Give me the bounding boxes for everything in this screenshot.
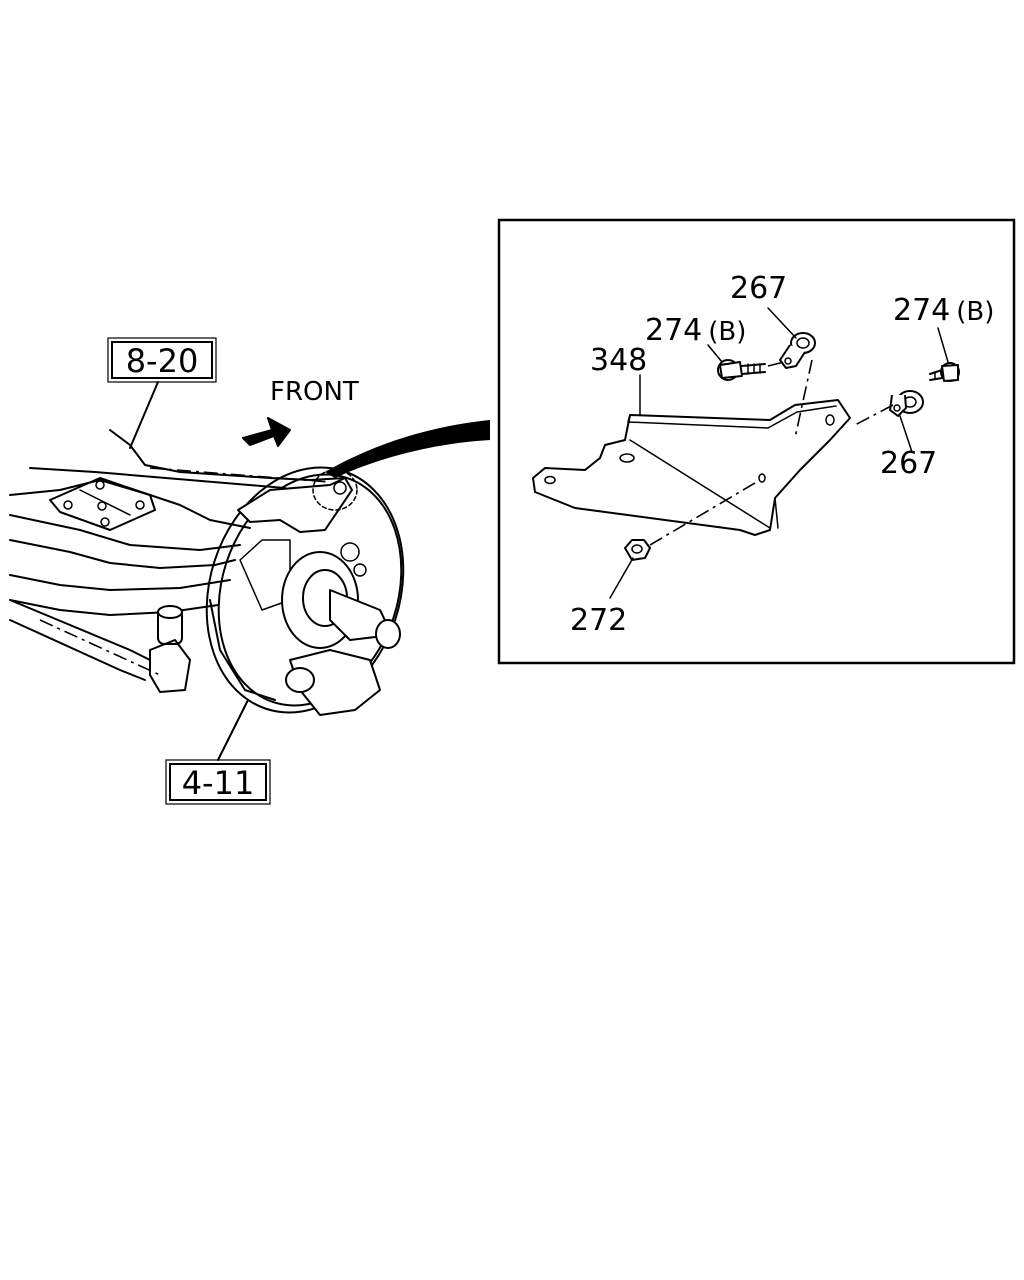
callout-272: 272	[570, 603, 627, 638]
callout-274-right: 274(B)	[893, 293, 994, 328]
callout-267-upper: 267	[730, 271, 787, 306]
detail-view	[532, 307, 960, 599]
reference-label-8-20: 8-20	[126, 342, 199, 380]
bolt-right-part	[929, 362, 960, 382]
clip-lower-part	[889, 390, 924, 417]
bracket-348	[532, 399, 851, 536]
reference-box-4-11	[169, 763, 267, 801]
nut-part	[624, 539, 651, 561]
bolt-left-part	[717, 359, 766, 381]
front-label: FRONT	[270, 377, 359, 407]
front-direction-arrow	[242, 417, 291, 447]
axle-assembly-illustration	[9, 429, 405, 716]
reference-label-4-11: 4-11	[182, 764, 255, 802]
reference-box-8-20	[111, 341, 213, 379]
callout-274-left: 274(B)	[645, 313, 746, 348]
clip-upper-part	[779, 332, 816, 369]
detail-view-frame	[497, 218, 1016, 665]
callout-348: 348	[590, 343, 647, 378]
callout-267-lower: 267	[880, 446, 937, 481]
detail-callout-arrow	[325, 420, 490, 478]
